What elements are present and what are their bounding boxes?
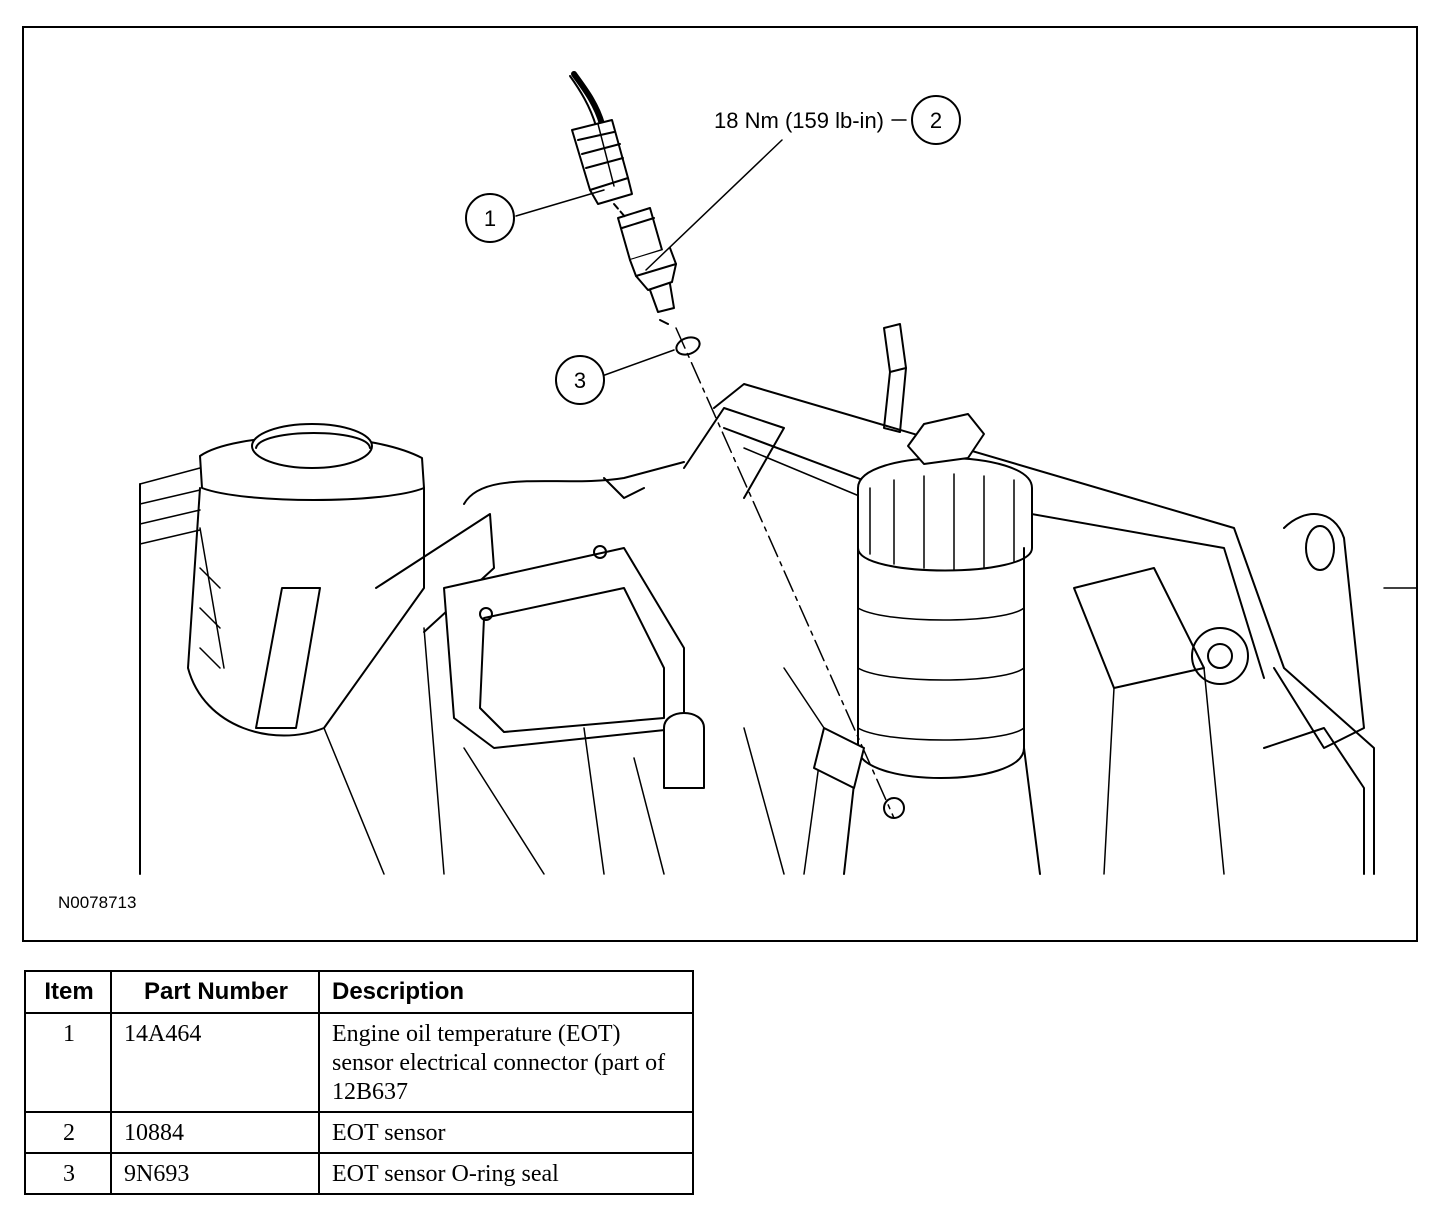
header-part-number: Part Number	[110, 970, 320, 1014]
engine-block	[139, 323, 1416, 875]
callout-circle-1	[465, 193, 515, 243]
cell-part-number: 14A464	[110, 1012, 320, 1113]
installation-axis	[675, 327, 895, 819]
table-row: 3 9N693 EOT sensor O-ring seal	[24, 1152, 694, 1195]
header-description: Description	[318, 970, 694, 1014]
callout-3-label: 3	[574, 368, 586, 393]
cell-description: Engine oil temperature (EOT) sensor elec…	[318, 1012, 694, 1113]
engine-illustration: 1 2 3 18 Nm (159 lb-in) N0078713	[58, 71, 1416, 912]
cell-item: 1	[24, 1012, 112, 1113]
header-item: Item	[24, 970, 112, 1014]
cell-part-number: 9N693	[110, 1152, 320, 1195]
callout-1-label: 1	[484, 206, 496, 231]
table-row: 2 10884 EOT sensor	[24, 1111, 694, 1154]
cell-description: EOT sensor	[318, 1111, 694, 1154]
oil-filter-housing	[843, 413, 1041, 875]
o-ring-seal	[675, 336, 701, 356]
wire-harness	[571, 71, 605, 127]
callout-2-label: 2	[930, 108, 942, 133]
parts-table: Item Part Number Description 1 14A464 En…	[24, 970, 694, 1195]
cell-item: 3	[24, 1152, 112, 1195]
sensor-connector	[571, 119, 633, 205]
table-row: 1 14A464 Engine oil temperature (EOT) se…	[24, 1012, 694, 1113]
eot-sensor	[617, 207, 677, 325]
callout-circle-2	[911, 95, 961, 145]
figure-frame: 1 2 3 18 Nm (159 lb-in) N0078713	[22, 26, 1418, 942]
torque-callout: 18 Nm (159 lb-in)	[714, 108, 884, 133]
cell-item: 2	[24, 1111, 112, 1154]
cell-part-number: 10884	[110, 1111, 320, 1154]
table-header-row: Item Part Number Description	[24, 970, 694, 1014]
figure-id-code: N0078713	[58, 893, 136, 912]
callout-circle-3	[555, 355, 605, 405]
cell-description: EOT sensor O-ring seal	[318, 1152, 694, 1195]
